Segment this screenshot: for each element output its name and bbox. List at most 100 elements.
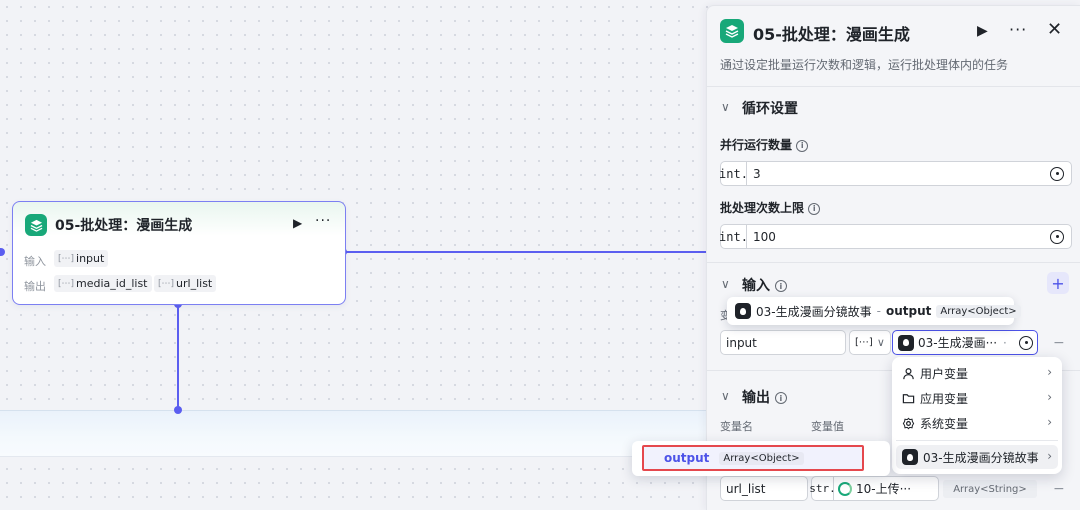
node-output-label: 输出	[24, 280, 46, 293]
play-icon[interactable]: ▶	[977, 23, 988, 39]
chevron-down-icon[interactable]: ∨	[721, 100, 730, 114]
output-var-name-field[interactable]: url_list	[720, 476, 808, 501]
submenu-type-badge: Array<Object>	[719, 451, 804, 465]
reference-tooltip: 03-生成漫画分镜故事 - output Array<Object>	[727, 297, 1021, 325]
menu-item-label: 用户变量	[920, 366, 969, 381]
canvas-subflow-band	[0, 410, 708, 456]
gear-icon	[902, 417, 915, 429]
parallel-count-input[interactable]: int. 3	[719, 161, 1072, 186]
tooltip-field: output	[885, 304, 932, 318]
batch-limit-label-text: 批处理次数上限	[720, 201, 805, 215]
edge-to-subflow	[177, 305, 179, 411]
canvas-divider	[0, 456, 708, 457]
bot-avatar-icon	[898, 334, 914, 351]
info-icon[interactable]: i	[796, 139, 809, 152]
info-icon[interactable]: i	[808, 202, 821, 215]
output-col-name-header: 变量名	[720, 420, 753, 433]
chevron-down-icon[interactable]: ∨	[721, 389, 730, 403]
chevron-down-icon[interactable]: ∨	[721, 277, 730, 291]
menu-item-user-vars[interactable]: 用户变量 ›	[896, 361, 1058, 385]
info-icon[interactable]: i	[774, 280, 787, 292]
input-type-select[interactable]: [⋯] ∨	[849, 330, 891, 355]
ref-separator: ·	[1003, 335, 1007, 350]
divider	[707, 262, 1080, 263]
submenu-item-output[interactable]: output Array<Object>	[642, 445, 864, 471]
menu-item-system-vars[interactable]: 系统变量 ›	[896, 411, 1058, 435]
batch-limit-label: 批处理次数上限 i	[720, 199, 821, 216]
batch-node-icon	[25, 214, 47, 236]
chevron-right-icon: ›	[1047, 449, 1052, 463]
node-output-submenu: output Array<Object>	[632, 441, 890, 476]
more-icon[interactable]: ···	[315, 213, 332, 229]
array-icon: [⋯]	[58, 253, 75, 264]
panel-description: 通过设定批量运行次数和逻辑，运行批处理体内的任务	[720, 58, 1009, 72]
input-chip-label: input	[76, 252, 105, 265]
parallel-count-label: 并行运行数量 i	[720, 136, 809, 153]
input-col-header: 变	[720, 309, 731, 322]
loop-section-title[interactable]: 循环设置	[742, 101, 798, 117]
parallel-count-value[interactable]: 3	[753, 166, 761, 181]
tooltip-type-badge: Array<Object>	[936, 304, 1021, 318]
chevron-right-icon: ›	[1047, 415, 1052, 429]
input-var-name-field[interactable]: input	[720, 330, 846, 355]
array-icon: [⋯]	[855, 337, 873, 348]
array-icon: [⋯]	[58, 278, 75, 289]
tooltip-separator: -	[876, 304, 881, 318]
menu-item-label: 系统变量	[920, 416, 969, 431]
output-section-title-text: 输出	[742, 390, 770, 406]
chevron-down-icon: ∨	[876, 336, 885, 349]
variable-source-menu: 用户变量 › 应用变量 › 系统变量 › 03-生成漫画分镜故事 ›	[892, 357, 1062, 474]
batch-limit-input[interactable]: int. 100	[719, 224, 1072, 249]
edge-to-panel	[346, 251, 708, 253]
output-section-title[interactable]: 输出 i	[742, 387, 787, 407]
user-icon	[903, 367, 914, 379]
divider	[707, 86, 1080, 87]
output-chip-media-id-list: [⋯] media_id_list	[54, 275, 152, 292]
variable-ref-icon[interactable]	[1050, 166, 1064, 181]
chevron-right-icon: ›	[1047, 390, 1052, 404]
upload-plugin-icon	[838, 481, 852, 496]
menu-item-app-vars[interactable]: 应用变量 ›	[896, 386, 1058, 410]
output-ref-value: 10-上传···	[856, 482, 912, 496]
batch-limit-value[interactable]: 100	[753, 229, 776, 244]
menu-divider	[896, 440, 1058, 441]
play-icon[interactable]: ▶	[293, 216, 303, 230]
close-icon[interactable]: ✕	[1047, 19, 1063, 40]
batch-node-card[interactable]: 05-批处理：漫画生成 ▶ ··· 输入 [⋯] input 输出 [⋯] me…	[12, 201, 346, 305]
remove-input-button[interactable]: −	[1053, 335, 1065, 351]
type-prefix: int.	[719, 225, 748, 248]
tooltip-node-name: 03-生成漫画分镜故事	[756, 304, 872, 319]
array-icon: [⋯]	[158, 278, 175, 289]
output-value-ref-field[interactable]: str. 10-上传···	[809, 476, 939, 501]
menu-item-node-03[interactable]: 03-生成漫画分镜故事 ›	[896, 445, 1058, 469]
variable-ref-icon[interactable]	[1050, 229, 1064, 244]
subflow-port[interactable]	[174, 406, 182, 414]
node-input-label: 输入	[24, 255, 46, 268]
folder-icon	[902, 393, 915, 403]
batch-node-icon	[720, 19, 744, 43]
type-prefix: int.	[719, 162, 748, 185]
info-icon[interactable]: i	[774, 392, 787, 404]
bot-avatar-icon	[735, 303, 751, 319]
input-section-title-text: 输入	[742, 278, 770, 294]
menu-item-label: 应用变量	[920, 391, 969, 406]
chevron-right-icon: ›	[1047, 365, 1052, 379]
submenu-field-name: output	[664, 451, 710, 465]
parallel-count-label-text: 并行运行数量	[720, 138, 793, 152]
node-left-port[interactable]	[0, 248, 5, 256]
variable-ref-icon[interactable]	[1019, 335, 1033, 350]
type-prefix: str.	[809, 477, 836, 500]
output-type-badge: Array<String>	[943, 480, 1037, 498]
input-section-title[interactable]: 输入 i	[742, 275, 787, 295]
bot-avatar-icon	[902, 449, 918, 465]
output-chip-url-list: [⋯] url_list	[154, 275, 217, 292]
panel-title[interactable]: 05-批处理：漫画生成	[753, 25, 910, 44]
add-input-button[interactable]: +	[1047, 272, 1069, 294]
output-chip-label: media_id_list	[76, 277, 148, 290]
input-chip: [⋯] input	[54, 250, 109, 267]
remove-output-button[interactable]: −	[1053, 481, 1065, 497]
input-ref-value: 03-生成漫画···	[918, 336, 998, 350]
more-icon[interactable]: ···	[1009, 20, 1028, 39]
input-value-ref-field[interactable]: 03-生成漫画··· ·	[892, 330, 1038, 355]
output-col-value-header: 变量值	[811, 420, 844, 433]
